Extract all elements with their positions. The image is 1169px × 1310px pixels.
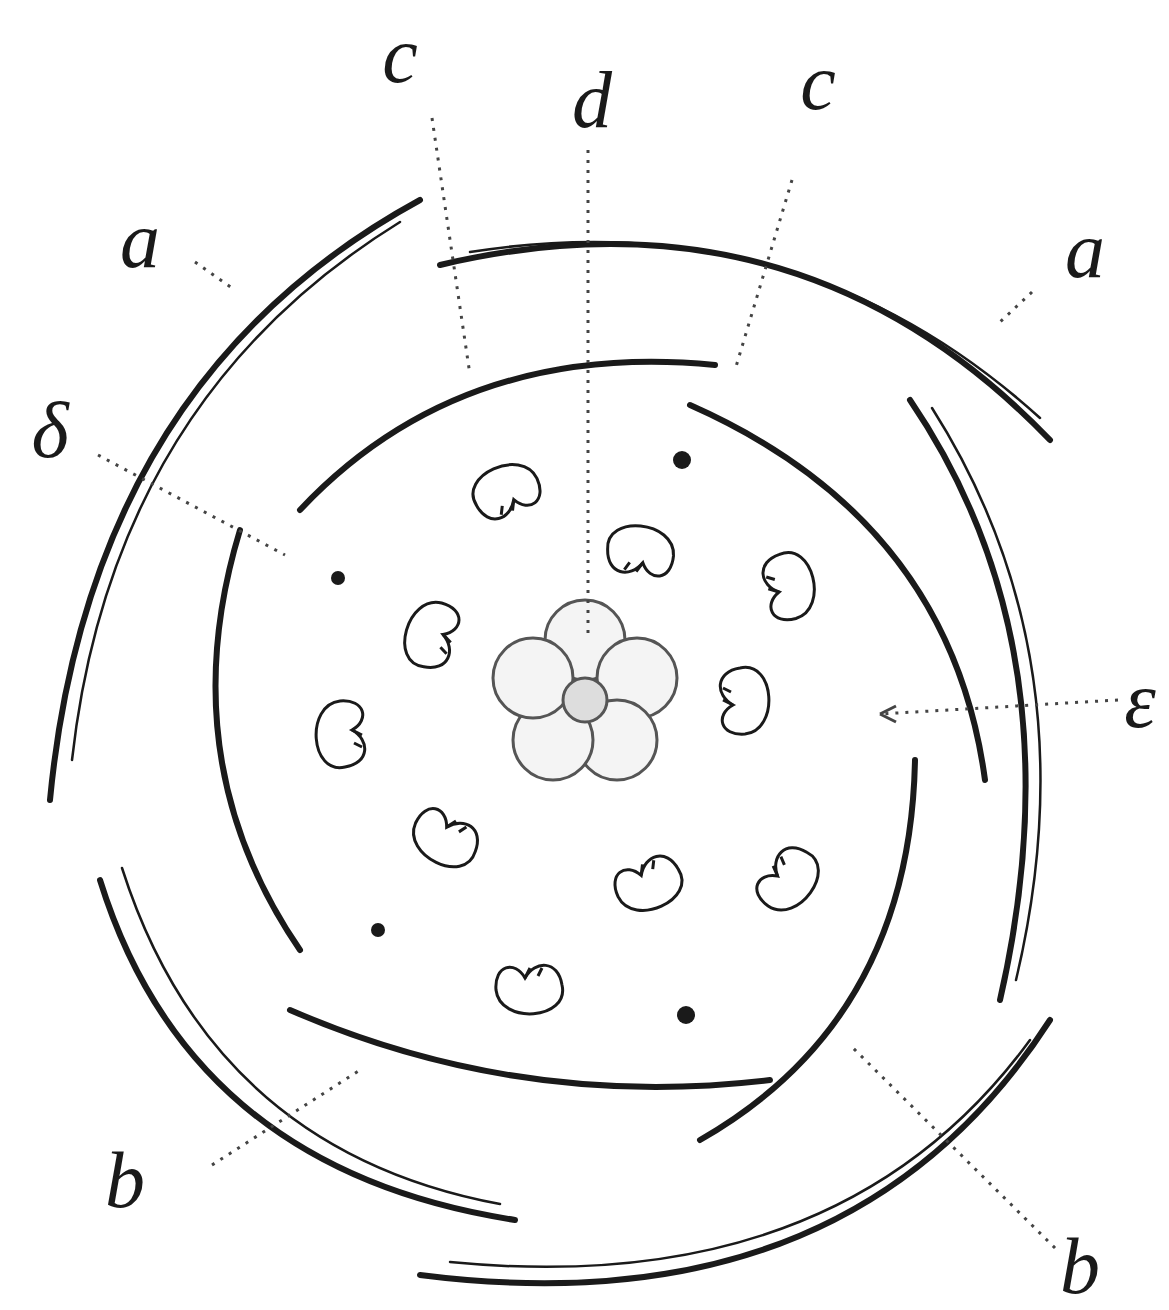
part-letter: a <box>1065 210 1105 290</box>
part-letter: c <box>800 42 836 122</box>
part-letter: δ <box>31 390 68 470</box>
part-letter: b <box>1060 1226 1100 1306</box>
part-letter: a <box>120 200 160 280</box>
part-letter: ε <box>1124 660 1156 740</box>
leader-lines <box>98 118 1118 1248</box>
anthers <box>316 456 829 1014</box>
part-letter: c <box>382 15 418 95</box>
sepals <box>50 200 1050 1283</box>
part-letter: b <box>105 1140 145 1220</box>
part-letter: d <box>572 60 612 140</box>
pointer-head <box>880 706 896 722</box>
petals <box>216 362 986 1140</box>
glands <box>331 451 695 1024</box>
pistil <box>493 600 677 780</box>
